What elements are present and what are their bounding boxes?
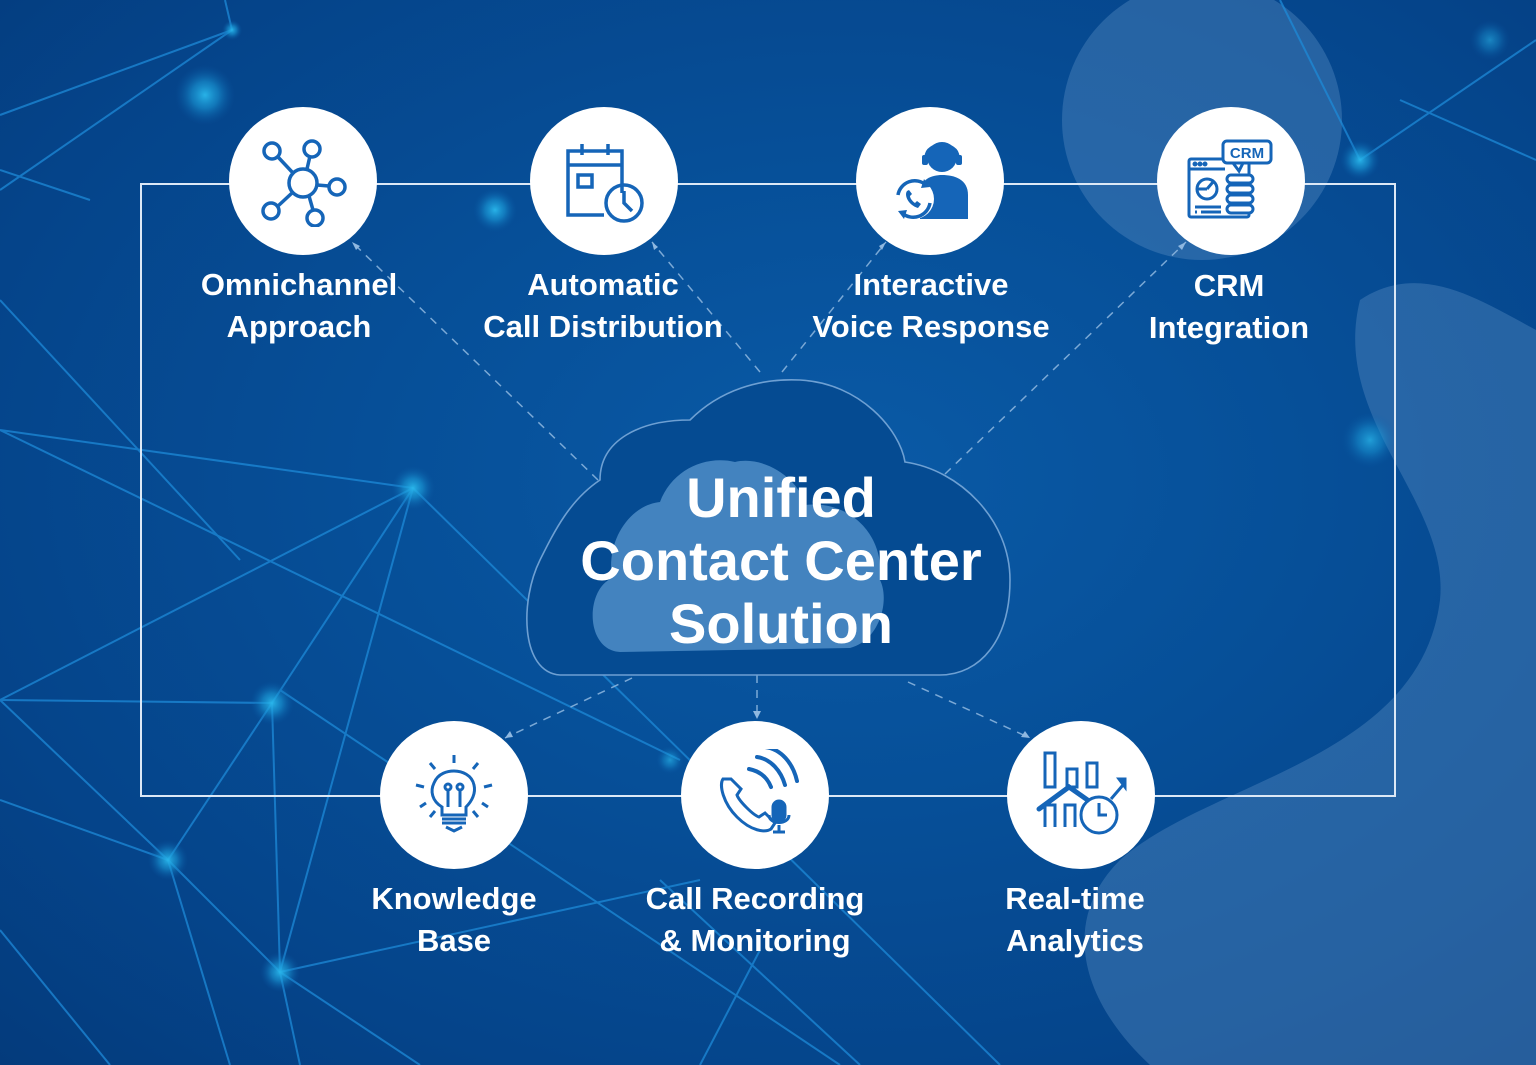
calendar-clock-icon [566, 144, 644, 223]
node-knowledge-base[interactable] [380, 721, 528, 869]
node-ivr[interactable] [856, 107, 1004, 255]
crm-dashboard-icon: CRM [1187, 139, 1273, 219]
node-acd[interactable] [530, 107, 678, 255]
node-call-recording[interactable] [681, 721, 829, 869]
label-call-recording: Call Recording& Monitoring [645, 881, 865, 958]
node-realtime-analytics[interactable] [1007, 721, 1155, 869]
cloud-fill [592, 460, 884, 652]
agent-headset-phone-icon [894, 142, 968, 219]
lightbulb-icon [415, 755, 493, 833]
node-omnichannel[interactable] [229, 107, 377, 255]
phone-microphone-icon [720, 749, 799, 834]
analytics-chart-clock-icon [1036, 751, 1127, 835]
node-crm[interactable]: CRM [1157, 107, 1305, 255]
diagram-title: Unified Contact Center Solution [580, 466, 982, 655]
svg-text:CRM: CRM [1230, 145, 1264, 162]
network-hub-icon [261, 139, 347, 227]
